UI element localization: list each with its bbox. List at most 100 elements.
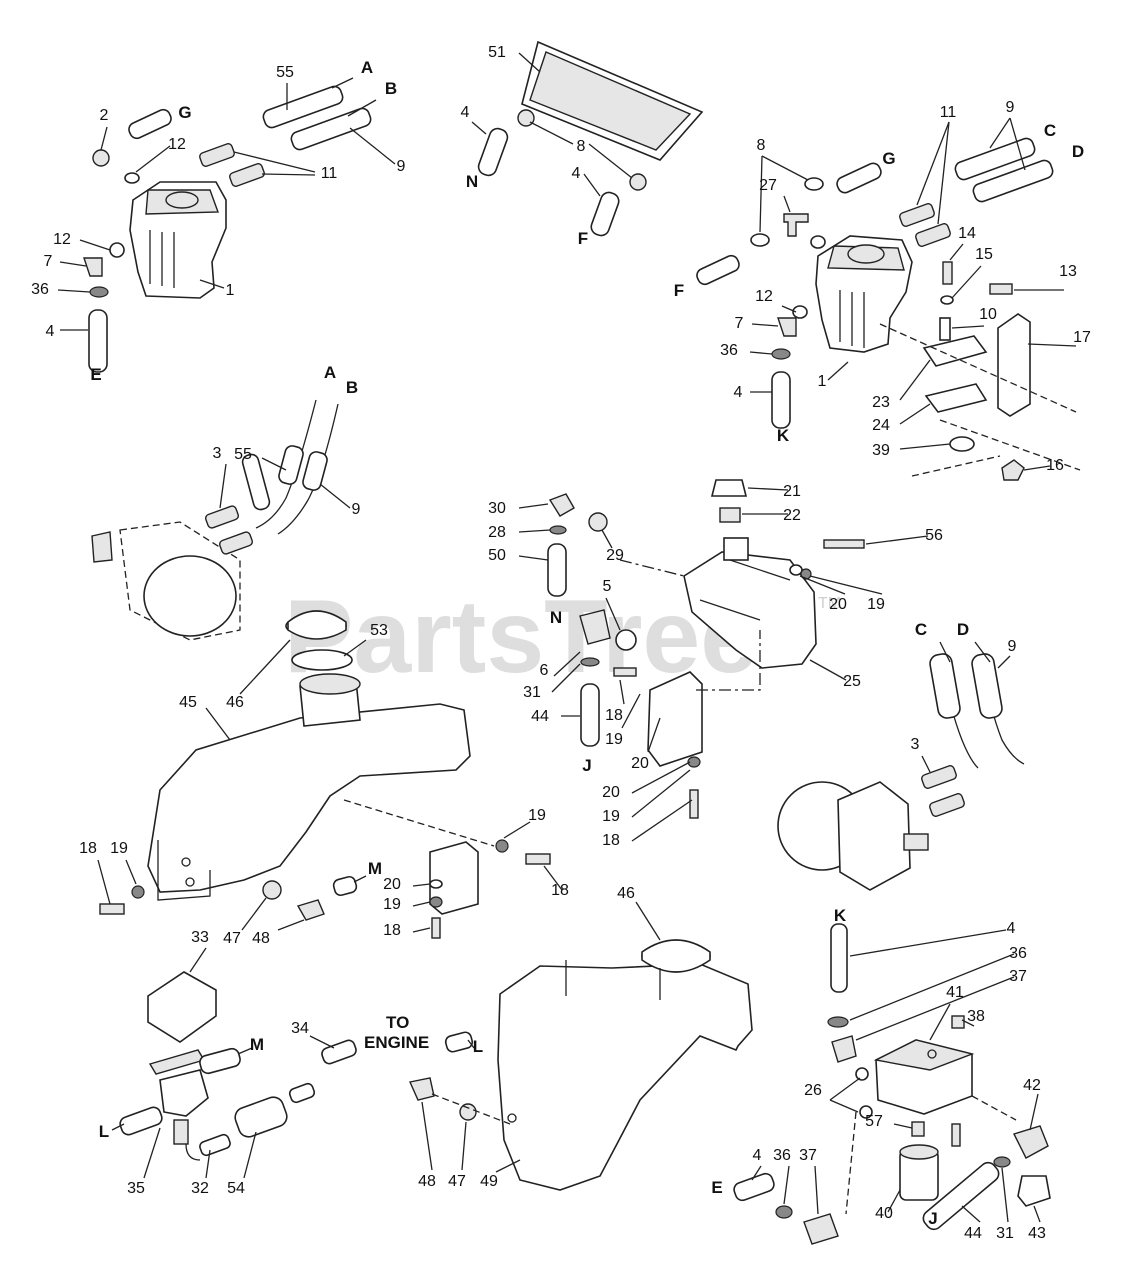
callout-c15: 15	[975, 246, 993, 263]
callout-c4e: 4	[1007, 920, 1016, 937]
motor-shaft-right	[903, 833, 929, 851]
callout-c2a: 2	[100, 107, 109, 124]
clamp-8-left	[750, 233, 770, 247]
hose-44-j	[580, 683, 600, 747]
hose-9-d-lower	[971, 653, 1003, 719]
o-ring-26-b	[859, 1105, 873, 1119]
callout-cKa: K	[777, 426, 790, 445]
fittings-top-right	[696, 137, 1054, 429]
fitting-8-a	[517, 109, 535, 127]
tank-25	[683, 551, 817, 669]
pump-port-right	[847, 244, 885, 264]
callout-c28: 28	[488, 524, 506, 541]
watermark: PartsTree TM	[284, 579, 841, 695]
motor-outline-left	[119, 521, 241, 641]
motor-body-left	[143, 555, 237, 637]
callout-c34: 34	[291, 1020, 309, 1037]
callout-c14: 14	[958, 225, 976, 242]
callout-c44b: 44	[964, 1225, 982, 1242]
pump-right	[815, 235, 913, 353]
callout-c7b: 7	[735, 315, 744, 332]
callout-c1b: 1	[818, 373, 827, 390]
callout-c19a: 19	[867, 596, 885, 613]
fitting-42	[1013, 1125, 1049, 1159]
elbow-7-right	[777, 317, 797, 337]
callout-cKb: K	[834, 906, 847, 925]
callout-c37a: 37	[1009, 968, 1027, 985]
fitting-8-b	[629, 173, 647, 191]
filter-40-top	[899, 1144, 939, 1160]
callout-c55b: 55	[234, 446, 252, 463]
callout-c50: 50	[488, 547, 506, 564]
gasket-53	[291, 649, 353, 671]
hose-4-f	[590, 191, 620, 237]
clamp-36-right	[771, 348, 791, 360]
callout-c20a: 20	[829, 596, 847, 613]
callout-c45: 45	[179, 694, 197, 711]
fitting-11-b	[229, 163, 265, 187]
callout-cAa: A	[361, 58, 373, 77]
to-engine-label-line2: ENGINE	[364, 1033, 429, 1052]
callout-cBb: B	[346, 378, 358, 397]
pin-10	[939, 317, 951, 341]
hose-9-c	[954, 137, 1036, 181]
to-engine-label-line1: TO	[386, 1013, 409, 1032]
plug-38	[951, 1015, 965, 1029]
bolt-18-left-bracket	[431, 917, 441, 939]
grommet-29	[588, 512, 608, 532]
o-ring-12-lower	[792, 305, 808, 319]
grommet-5	[615, 629, 637, 651]
elbow-48-center	[409, 1077, 435, 1101]
callout-c36c: 36	[1009, 945, 1027, 962]
hose-32	[199, 1133, 231, 1157]
grommet-47-left	[262, 880, 282, 900]
callout-cFb: F	[674, 281, 684, 300]
bolt-14	[942, 261, 953, 285]
clamp-36-lower	[827, 1016, 849, 1028]
callout-c3b: 3	[911, 736, 920, 753]
motor-shaft-left	[91, 531, 113, 563]
callout-c39: 39	[872, 442, 890, 459]
hose-f-right	[696, 254, 740, 286]
callout-cJb: J	[928, 1209, 937, 1228]
callout-cAb: A	[324, 363, 336, 382]
callout-cNa: N	[466, 172, 478, 191]
hose-l-center	[444, 1031, 474, 1053]
callout-c20d: 20	[383, 876, 401, 893]
callout-c16: 16	[1046, 457, 1064, 474]
callout-c46a: 46	[226, 694, 244, 711]
callout-c48a: 48	[252, 930, 270, 947]
cooler-mesh	[529, 51, 692, 151]
filter-assembly	[733, 923, 1051, 1245]
callout-c49: 49	[480, 1173, 498, 1190]
callout-c11a: 11	[321, 165, 338, 182]
nipple-57	[911, 1121, 925, 1137]
callout-c33: 33	[191, 929, 209, 946]
callout-c4b: 4	[461, 104, 470, 121]
callout-c4a: 4	[46, 323, 55, 340]
callout-c20c: 20	[602, 784, 620, 801]
callout-c12a: 12	[168, 136, 186, 153]
washer-20-left	[429, 879, 443, 889]
cap-21	[710, 479, 748, 497]
callout-c36d: 36	[773, 1147, 791, 1164]
callout-c13: 13	[1059, 263, 1077, 280]
callout-cFa: F	[578, 229, 588, 248]
hose-55-a	[262, 85, 344, 129]
washer-15	[940, 295, 954, 305]
callout-c46b: 46	[617, 885, 635, 902]
callout-c55a: 55	[276, 64, 294, 81]
callout-c12b: 12	[53, 231, 71, 248]
callout-c40: 40	[875, 1205, 893, 1222]
callout-c3a: 3	[213, 445, 222, 462]
callout-c4d: 4	[734, 384, 743, 401]
bolt-18-left	[99, 903, 125, 915]
pump-left	[129, 181, 227, 299]
elbow-6	[579, 609, 611, 645]
clamp-36-e	[775, 1205, 793, 1219]
hose-50	[547, 543, 567, 597]
tank-45-body	[147, 703, 471, 893]
callout-c18d: 18	[551, 882, 569, 899]
fittings-top-left	[83, 85, 372, 373]
